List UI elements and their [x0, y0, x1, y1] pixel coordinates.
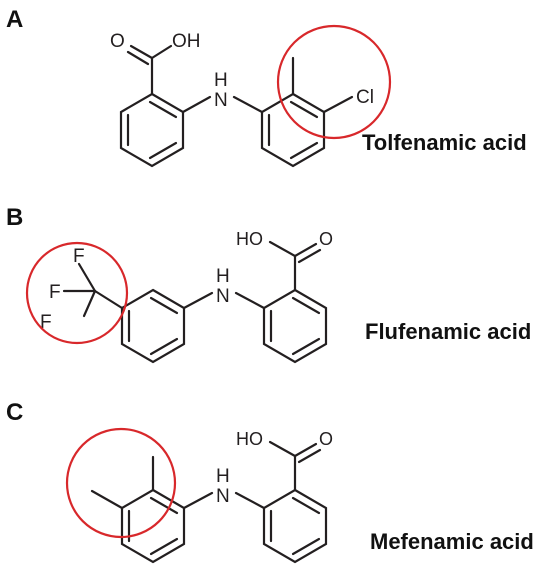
- panel-a-nh-nitrogen: N: [214, 90, 228, 111]
- panel-b-highlight-circle: [25, 241, 129, 345]
- panel-c-letter: C: [6, 399, 23, 426]
- panel-a-chlorine: Cl: [356, 87, 374, 108]
- panel-c: C H N HO O M: [6, 399, 534, 564]
- panel-c-highlight-circle: [65, 427, 177, 539]
- panel-a-carboxyl-bonds: [126, 44, 173, 96]
- panel-b-fluorine-3: F: [40, 312, 52, 333]
- panel-c-nh-bond-right: [234, 491, 266, 510]
- panel-b-nh-bond-left: [182, 291, 214, 310]
- panel-b-compound-name: Flufenamic acid: [365, 319, 531, 344]
- panel-c-nh-nitrogen: N: [216, 486, 230, 507]
- panel-b: B F F F H N: [6, 204, 531, 364]
- panel-a-nh-hydrogen: H: [214, 70, 228, 91]
- panel-c-carboxyl-bonds: [268, 440, 322, 492]
- panel-a-compound-name: Tolfenamic acid: [362, 130, 527, 155]
- panel-b-nh-hydrogen: H: [216, 266, 230, 287]
- panel-c-compound-name: Mefenamic acid: [370, 529, 534, 554]
- panel-b-fluorine-2: F: [49, 282, 61, 303]
- panel-b-benzoic-ring: [262, 288, 328, 364]
- panel-b-nh-bond-right: [234, 291, 266, 310]
- panel-c-methyl-bond-2: [90, 489, 124, 510]
- panel-a-benzoic-ring: [119, 92, 185, 168]
- panel-a-nh-bond-right: [232, 95, 264, 114]
- panel-c-benzoic-ring: [262, 488, 328, 564]
- panel-a-chloro-bond: [322, 95, 354, 114]
- panel-b-carbonyl-oxygen: O: [319, 229, 333, 249]
- panel-a-highlight-circle: [276, 24, 392, 140]
- panel-b-nh-nitrogen: N: [216, 286, 230, 307]
- panel-c-nh-hydrogen: H: [216, 466, 230, 487]
- panel-c-carbonyl-oxygen: O: [319, 429, 333, 449]
- panel-b-carboxyl-bonds: [268, 240, 322, 292]
- panel-a-hydroxyl-label: OH: [172, 31, 201, 52]
- panel-a-letter: A: [6, 6, 23, 33]
- panel-a-carbonyl-oxygen: O: [110, 31, 125, 52]
- panel-b-aniline-ring: [120, 288, 186, 364]
- panel-c-nh-bond-left: [182, 491, 214, 510]
- panel-b-fluorine-1: F: [73, 246, 85, 267]
- panel-b-letter: B: [6, 204, 23, 231]
- panel-b-hydroxyl-label: HO: [236, 229, 263, 249]
- panel-a-nh-bond-left: [181, 95, 212, 114]
- panel-c-hydroxyl-label: HO: [236, 429, 263, 449]
- panel-b-cf3-bonds: [62, 262, 124, 318]
- panel-a: A O OH H N Cl: [6, 6, 527, 168]
- panel-a-aniline-ring: [260, 92, 326, 168]
